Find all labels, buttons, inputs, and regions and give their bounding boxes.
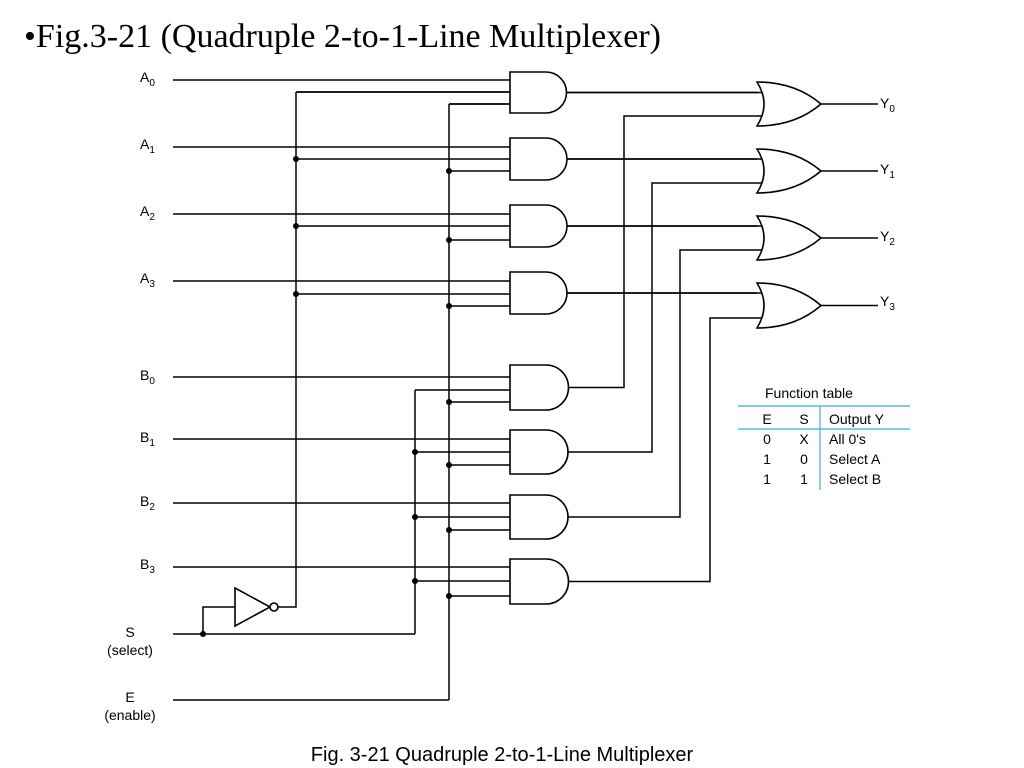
and-gate-b0: [509, 364, 570, 411]
select-junction-dot: [412, 514, 418, 520]
input-a2-label: A2: [140, 203, 155, 223]
function-table-row-2-s: 0: [800, 451, 808, 467]
input-b0-label: B0: [140, 367, 155, 387]
function-table-row-1-output: All 0's: [829, 431, 866, 447]
enable-desc: (enable): [104, 707, 155, 723]
function-table-row-2-e: 1: [763, 451, 771, 467]
b-to-or-wire: [568, 317, 762, 583]
inverter-output-wire: [278, 606, 297, 608]
input-a1-label: A1: [140, 136, 155, 156]
enable-label: E: [125, 689, 134, 705]
output-y2-label: Y2: [880, 228, 895, 248]
enable-junction-dot: [446, 237, 452, 243]
input-b2-label: B2: [140, 493, 155, 513]
or-gate-y2: [755, 215, 823, 261]
input-a3-label: A3: [140, 270, 155, 290]
figure-caption: Fig. 3-21 Quadruple 2-to-1-Line Multiple…: [311, 744, 694, 766]
slide-title: •Fig.3-21 (Quadruple 2-to-1-Line Multipl…: [24, 18, 661, 55]
and-gate-b2: [509, 494, 569, 540]
select-desc: (select): [107, 642, 153, 658]
function-table-header-s: S: [799, 411, 808, 427]
and-gate-b1: [509, 429, 569, 475]
enable-junction-dot: [446, 399, 452, 405]
function-table-title: Function table: [765, 385, 853, 401]
select-junction-dot: [412, 578, 418, 584]
output-y0-label: Y0: [880, 95, 895, 115]
select-junction-dot: [412, 449, 418, 455]
output-y1-label: Y1: [880, 161, 895, 181]
function-table-row-1-s: X: [799, 431, 809, 447]
gates: [234, 71, 823, 628]
wires: [173, 79, 878, 701]
enable-junction-dot: [446, 462, 452, 468]
or-gate-y1: [755, 148, 823, 194]
inverter-input-wire: [202, 606, 235, 634]
input-b1-label: B1: [140, 429, 155, 449]
function-table-header-output: Output Y: [829, 411, 885, 427]
function-table-header-e: E: [762, 411, 771, 427]
select-bar-junction-dot: [293, 223, 299, 229]
select-bar-junction-dot: [293, 156, 299, 162]
function-table-row-1-e: 0: [763, 431, 771, 447]
select-junction-dot: [200, 631, 206, 637]
function-table-row-3-s: 1: [800, 471, 808, 487]
function-table-row-2-output: Select A: [829, 451, 881, 467]
b-to-or-wire: [568, 182, 762, 453]
function-table-row-3-output: Select B: [829, 471, 881, 487]
enable-junction-dot: [446, 168, 452, 174]
input-b3-label: B3: [140, 556, 155, 576]
select-label: S: [125, 624, 134, 640]
select-bar-junction-dot: [293, 291, 299, 297]
function-table-row-3-e: 1: [763, 471, 771, 487]
junction-dots: [200, 156, 452, 637]
b-to-or-wire: [568, 115, 762, 389]
inverter-bubble: [269, 602, 279, 612]
enable-junction-dot: [446, 527, 452, 533]
and-gate-a3: [509, 271, 568, 315]
or-gate-y3: [755, 282, 823, 329]
and-gate-b3: [509, 558, 570, 605]
and-gate-a2: [509, 204, 568, 248]
and-gate-a1: [509, 137, 568, 181]
or-gate-y0: [755, 81, 823, 127]
inverter-gate: [234, 586, 272, 628]
input-a0-label: A0: [140, 69, 155, 89]
b-to-or-wire: [568, 249, 762, 518]
enable-junction-dot: [446, 593, 452, 599]
and-gate-a0: [509, 71, 568, 114]
function-table: Function table E S Output Y 0 X All 0's …: [738, 385, 910, 490]
enable-junction-dot: [446, 303, 452, 309]
output-y3-label: Y3: [880, 293, 895, 313]
